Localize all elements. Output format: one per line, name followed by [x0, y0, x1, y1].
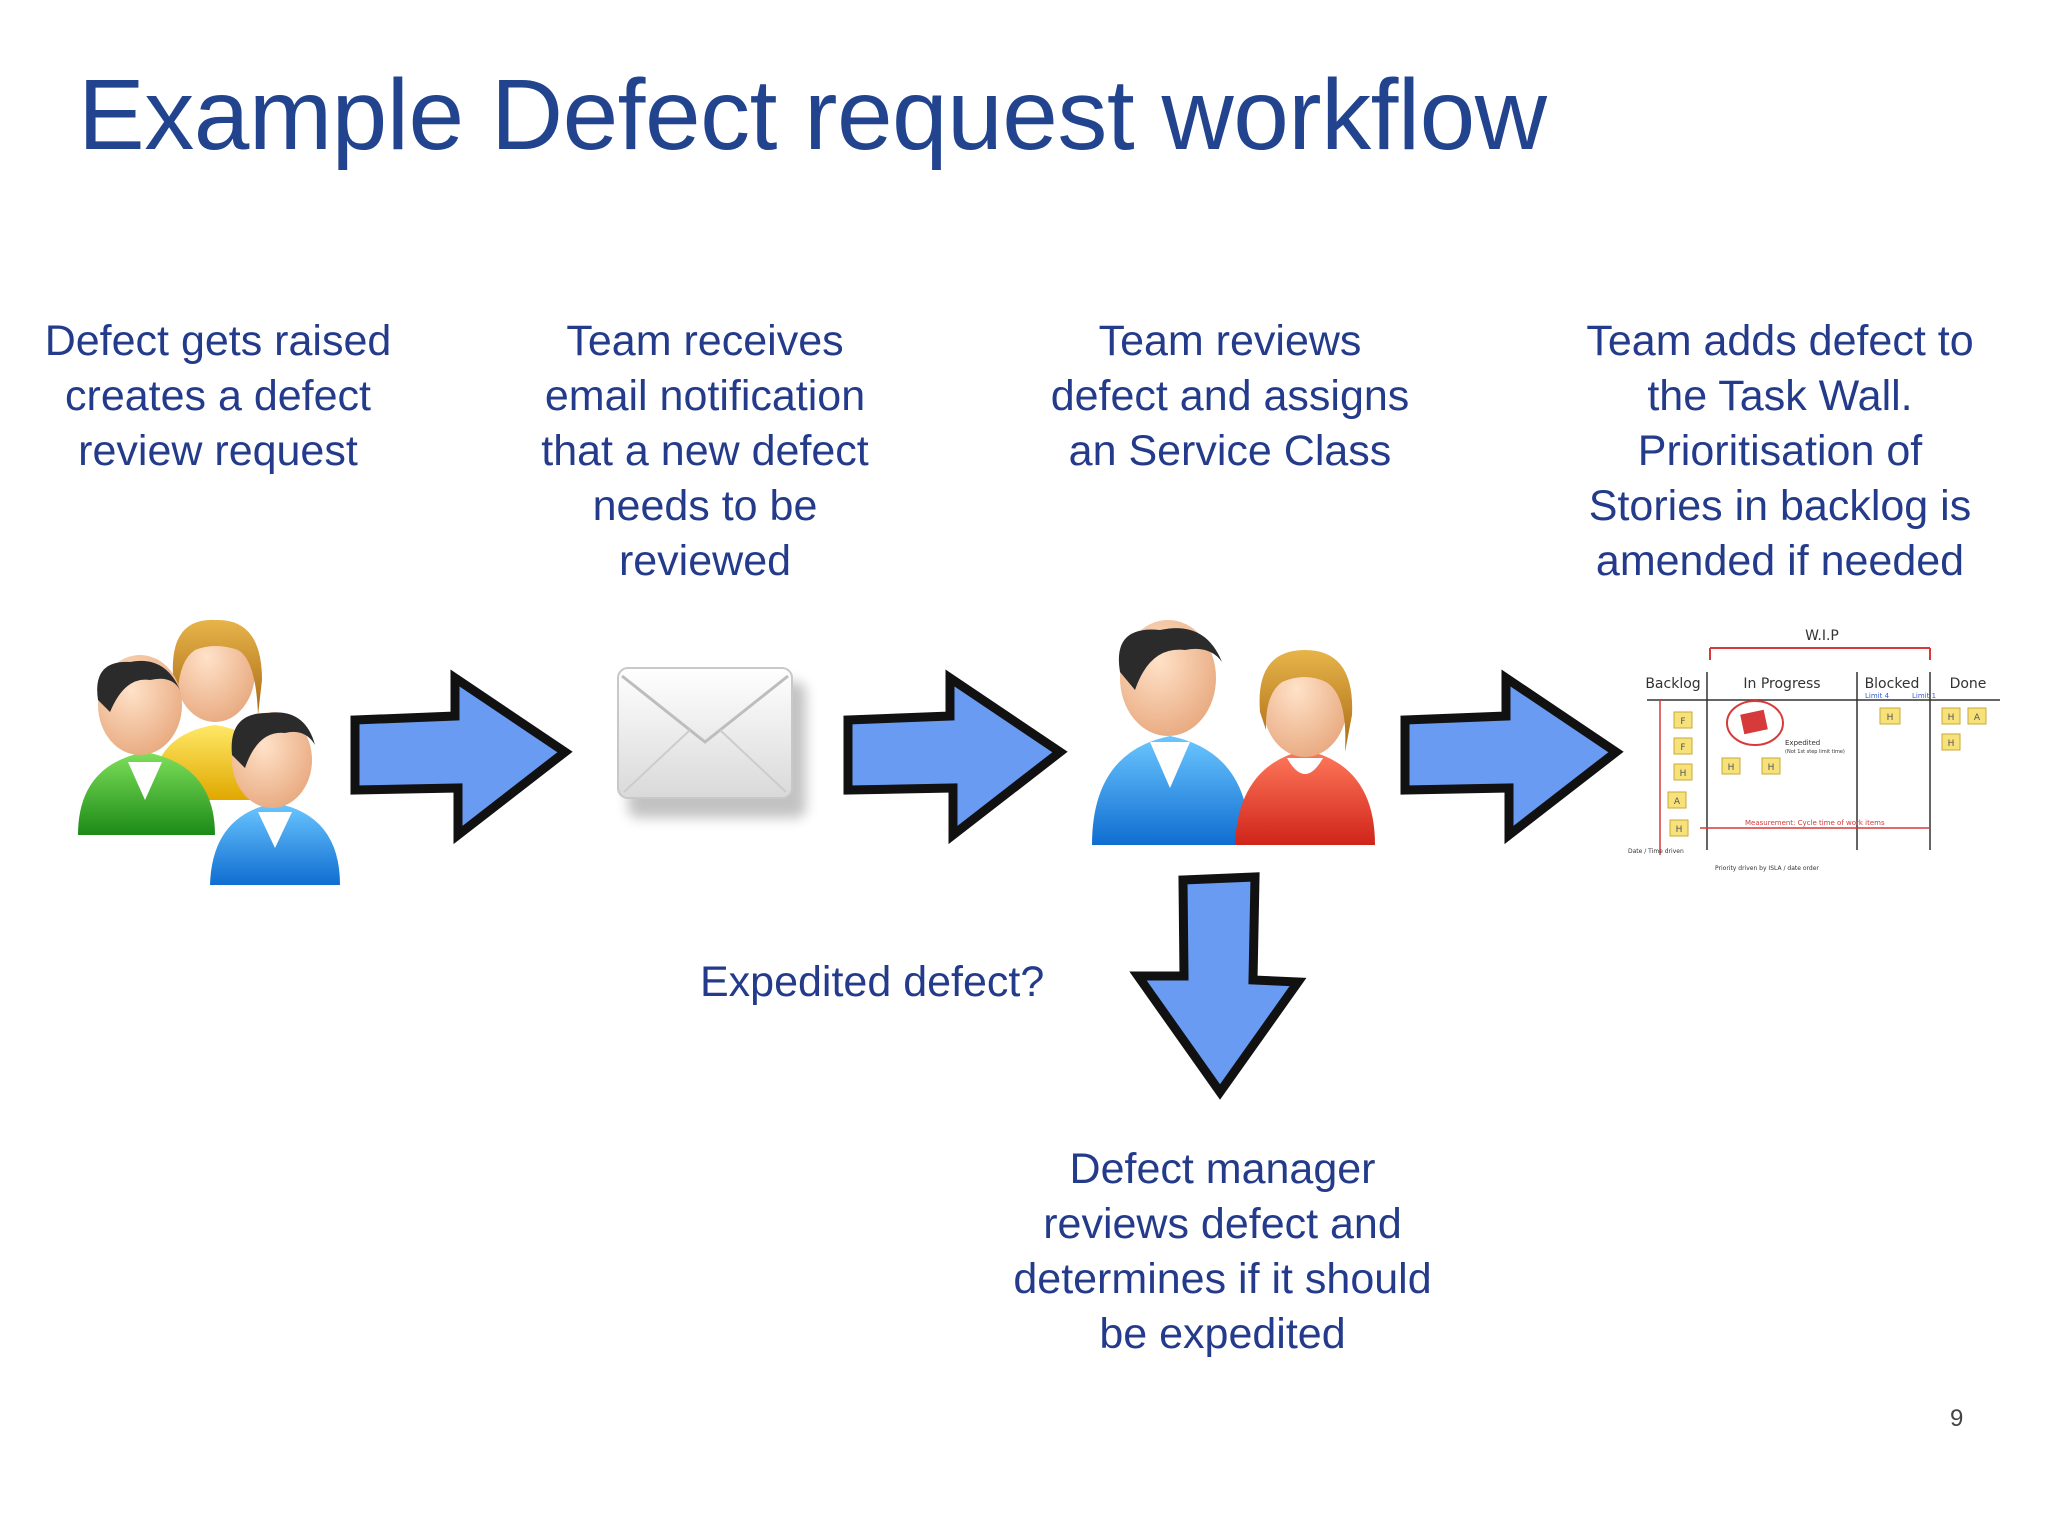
column-done: Done: [1950, 676, 1987, 692]
card-label: A: [1674, 797, 1681, 807]
branch-line: determines if it should: [1013, 1255, 1432, 1303]
step-2-line: Team receives: [566, 317, 844, 365]
step-3-line: an Service Class: [1068, 427, 1392, 475]
column-in-progress: In Progress: [1743, 676, 1820, 692]
priority-note: Priority driven by ISLA / date order: [1715, 865, 1819, 872]
page-number: 9: [1950, 1405, 1964, 1432]
card-label: F: [1680, 743, 1685, 753]
envelope-icon: [617, 667, 806, 818]
step-4-line: amended if needed: [1595, 537, 1965, 585]
step-2-line: email notification: [544, 372, 866, 420]
decision-label: Expedited defect?: [700, 958, 1045, 1006]
arrow-right-icon: [843, 669, 1068, 845]
card-label: H: [1768, 763, 1775, 773]
step-4-line: Prioritisation of: [1637, 427, 1923, 475]
step-4-text: Team adds defect to the Task Wall. Prior…: [1555, 314, 2005, 589]
card-label: H: [1887, 713, 1894, 723]
limit-label: Limit 1: [1912, 692, 1936, 700]
arrow-right-icon: [350, 669, 573, 845]
step-4-line: the Task Wall.: [1647, 372, 1913, 420]
step-1-text: Defect gets raised creates a defect revi…: [18, 314, 418, 479]
card-label: H: [1948, 713, 1955, 723]
expedited-subnote: (Not 1st step limit time): [1785, 749, 1845, 755]
step-1-line: creates a defect: [65, 372, 371, 420]
step-2-text: Team receives email notification that a …: [505, 314, 905, 589]
step-2-line: reviewed: [618, 537, 792, 585]
step-3-line: defect and assigns: [1050, 372, 1410, 420]
card-label: H: [1676, 825, 1683, 835]
card-label: H: [1680, 769, 1687, 779]
expedited-note: Expedited: [1785, 739, 1820, 747]
task-wall-thumbnail: W.I.P Backlog In Progress Blocked Done L…: [1628, 628, 2000, 872]
card-label: F: [1680, 717, 1685, 727]
card-label: H: [1728, 763, 1735, 773]
branch-line: be expedited: [1099, 1310, 1346, 1358]
team-pair-icon: [1092, 620, 1375, 845]
branch-line: Defect manager: [1069, 1145, 1376, 1193]
step-1-line: review request: [78, 427, 358, 475]
card-label: H: [1948, 739, 1955, 749]
step-4-line: Team adds defect to: [1586, 317, 1974, 365]
step-1-line: Defect gets raised: [44, 317, 392, 365]
step-2-line: that a new defect: [541, 427, 869, 475]
step-3-line: Team reviews: [1098, 317, 1362, 365]
branch-line: reviews defect and: [1043, 1200, 1402, 1248]
measurement-note: Measurement: Cycle time of work items: [1745, 819, 1885, 827]
team-group-icon: [78, 619, 340, 885]
wip-label: W.I.P: [1805, 628, 1839, 644]
column-blocked: Blocked: [1865, 676, 1920, 692]
step-4-line: Stories in backlog is: [1588, 482, 1972, 530]
date-note: Date / Time driven: [1628, 848, 1684, 855]
branch-step-text: Defect manager reviews defect and determ…: [975, 1142, 1470, 1362]
arrow-down-icon: [1129, 872, 1307, 1100]
step-2-line: needs to be: [592, 482, 818, 530]
slide-title: Example Defect request workflow: [78, 59, 1547, 171]
card-label: A: [1974, 713, 1981, 723]
step-3-text: Team reviews defect and assigns an Servi…: [1020, 314, 1440, 479]
column-backlog: Backlog: [1645, 676, 1700, 692]
limit-label: Limit 4: [1865, 692, 1890, 700]
arrow-right-icon: [1400, 669, 1624, 845]
